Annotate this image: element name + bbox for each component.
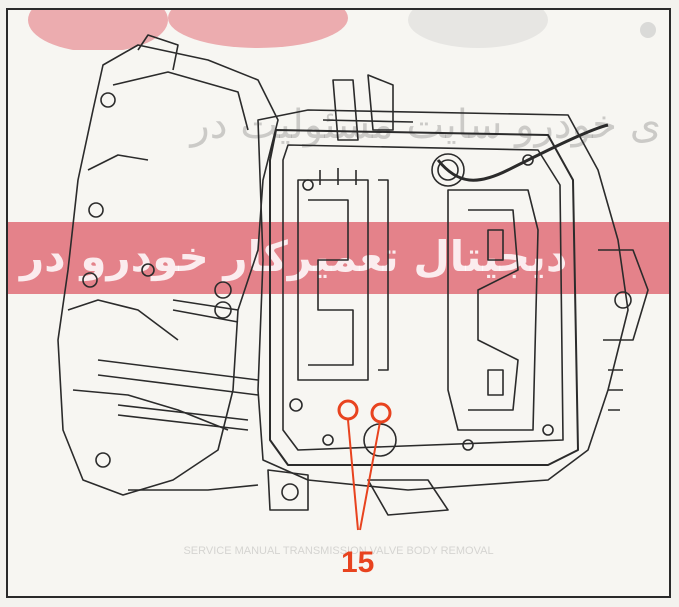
- watermark-red-band: [8, 222, 669, 294]
- valve-body-plate: [269, 129, 579, 466]
- gearbox-body-outline: [257, 109, 629, 491]
- watermark-band-text: دیجیتال تعمیرکار خودرو در: [20, 232, 568, 281]
- callout-leader-lines: [347, 419, 381, 531]
- watermark-logo: [28, 10, 656, 50]
- transmission-drawing: [57, 34, 649, 531]
- watermark-footer-text: SERVICE MANUAL TRANSMISSION VALVE BODY R…: [183, 545, 494, 557]
- callout-number-label: 15: [341, 546, 375, 579]
- callout-ring-left: [337, 399, 359, 421]
- callout-ring-right: [370, 402, 392, 424]
- callout-15-markers: [337, 399, 392, 531]
- bell-housing-outline: [57, 44, 279, 496]
- figure-frame: ی خودرو سایت مسئولیت در دیجیتال تعمیرکار…: [6, 8, 671, 598]
